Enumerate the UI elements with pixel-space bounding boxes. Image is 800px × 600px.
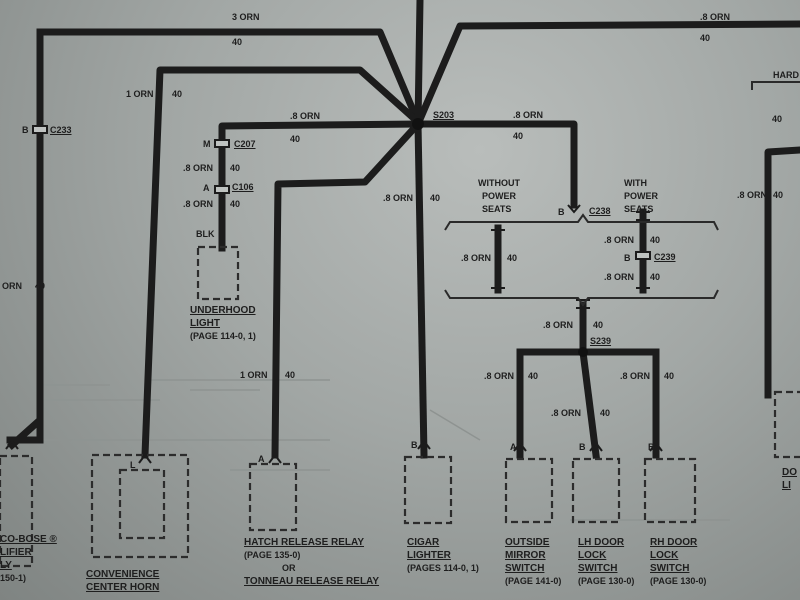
pin-horn: L bbox=[130, 460, 136, 470]
right-edge-component-label: DO LI bbox=[782, 467, 797, 491]
bracket-bottom bbox=[444, 289, 719, 307]
lh-lock-box bbox=[571, 457, 621, 524]
label-seats-circuit: 40 bbox=[513, 131, 524, 141]
label-hatch-gauge: 1 ORN bbox=[240, 370, 268, 380]
label-horn-gauge: 1 ORN bbox=[126, 89, 154, 99]
label-a-connector: A bbox=[203, 183, 210, 193]
bracket-top bbox=[444, 213, 719, 231]
rh-lock-box bbox=[643, 457, 697, 524]
label-lh-circuit: 40 bbox=[600, 408, 611, 418]
label-mirror-circuit: 40 bbox=[528, 371, 539, 381]
amplifier-label: CO-BOSE ® LIFIER LY 150-1) bbox=[0, 534, 57, 583]
label-c239: C239 bbox=[654, 252, 676, 262]
label-blk: BLK bbox=[196, 229, 215, 239]
seat-connector-marks bbox=[491, 211, 650, 309]
label-right-edge-gauge: .8 ORN bbox=[737, 190, 768, 200]
label-left-circuit: 40 bbox=[35, 281, 46, 291]
amplifier-box bbox=[0, 454, 34, 568]
label-with-seats-low-circuit: 40 bbox=[650, 272, 661, 282]
wire-seats bbox=[414, 120, 578, 209]
wire-left-vertical bbox=[7, 28, 44, 450]
label-seats-b: B bbox=[558, 207, 565, 217]
label-cigar-gauge: .8 ORN bbox=[383, 193, 414, 203]
mirror-switch-label: OUTSIDE MIRROR SWITCH (PAGE 141-0) bbox=[505, 537, 562, 586]
label-with-seats-circuit: 40 bbox=[650, 235, 661, 245]
label-underhood-low-gauge: .8 ORN bbox=[183, 199, 214, 209]
underhood-light-label: UNDERHOOD LIGHT (PAGE 114-0, 1) bbox=[190, 305, 256, 341]
wire-hatch bbox=[271, 119, 423, 459]
wire-lh bbox=[579, 348, 600, 459]
label-s203: S203 bbox=[433, 110, 455, 120]
note-without-power-seats: WITHOUT POWER SEATS bbox=[478, 178, 520, 214]
label-rh-gauge: .8 ORN bbox=[620, 371, 651, 381]
label-underhood-circuit: 40 bbox=[290, 134, 301, 144]
label-with-seats-gauge: .8 ORN bbox=[604, 235, 635, 245]
label-top-right-gauge: .8 ORN bbox=[700, 12, 731, 22]
label-seats-gauge: .8 ORN bbox=[513, 110, 544, 120]
label-underhood-low-circuit: 40 bbox=[230, 199, 241, 209]
label-right-edge-top-circuit: 40 bbox=[772, 114, 783, 124]
label-mirror-gauge: .8 ORN bbox=[484, 371, 515, 381]
label-c106: C106 bbox=[232, 182, 254, 192]
wire-top-right bbox=[413, 20, 800, 129]
label-c207: C207 bbox=[234, 139, 256, 149]
hard-bracket bbox=[751, 81, 800, 90]
label-right-edge-circuit: 40 bbox=[773, 190, 784, 200]
label-lower-gauge: .8 ORN bbox=[543, 320, 574, 330]
label-left-gauge: ORN bbox=[2, 281, 22, 291]
label-c238: C238 bbox=[589, 206, 611, 216]
lh-lock-label: LH DOOR LOCK SWITCH (PAGE 130-0) bbox=[578, 537, 635, 586]
label-left-b: B bbox=[22, 125, 29, 135]
label-underhood-mid-gauge: .8 ORN bbox=[183, 163, 214, 173]
label-m: M bbox=[203, 139, 211, 149]
label-top-left-gauge: 3 ORN bbox=[232, 12, 260, 22]
connector-breaks bbox=[32, 125, 651, 260]
hatch-relay-box bbox=[248, 462, 298, 532]
label-seats-b2: B bbox=[624, 253, 631, 263]
rh-lock-label: RH DOOR LOCK SWITCH (PAGE 130-0) bbox=[650, 537, 707, 586]
horn-outer-box bbox=[90, 453, 190, 559]
horn-label: CONVENIENCE CENTER HORN bbox=[86, 569, 160, 593]
pin-cigar: B bbox=[411, 440, 418, 450]
terminal-arrows bbox=[5, 204, 663, 464]
underhood-light-box bbox=[196, 245, 240, 301]
pin-hatch: A bbox=[258, 454, 265, 464]
horn-inner-box bbox=[118, 468, 166, 540]
right-edge-box bbox=[773, 390, 800, 459]
label-without-seats-gauge: .8 ORN bbox=[461, 253, 492, 263]
label-hatch-circuit: 40 bbox=[285, 370, 296, 380]
label-rh-circuit: 40 bbox=[664, 371, 675, 381]
label-top-right-circuit: 40 bbox=[700, 33, 711, 43]
pin-rh: B bbox=[648, 442, 655, 452]
wire-horn-feed bbox=[141, 66, 423, 459]
label-lower-circuit: 40 bbox=[593, 320, 604, 330]
splice-s203-dot bbox=[412, 118, 424, 130]
label-s239: S239 bbox=[590, 336, 612, 346]
note-with-power-seats: WITH POWER SEATS bbox=[624, 178, 659, 214]
wire-right-edge bbox=[764, 146, 800, 399]
mirror-switch-box bbox=[504, 457, 554, 524]
label-hard: HARD bbox=[773, 70, 799, 80]
wire-underhood bbox=[218, 120, 422, 252]
hatch-relay-label: HATCH RELEASE RELAY (PAGE 135-0) OR TONN… bbox=[244, 537, 380, 587]
label-top-left-circuit: 40 bbox=[232, 37, 243, 47]
label-without-seats-circuit: 40 bbox=[507, 253, 518, 263]
pin-lh: B bbox=[579, 442, 586, 452]
label-c233: C233 bbox=[50, 125, 72, 135]
background-bleed bbox=[30, 379, 730, 521]
wire-trunk-up bbox=[414, 0, 424, 128]
label-underhood-gauge: .8 ORN bbox=[290, 111, 321, 121]
label-with-seats-low-gauge: .8 ORN bbox=[604, 272, 635, 282]
label-horn-circuit: 40 bbox=[172, 89, 183, 99]
label-underhood-mid-circuit: 40 bbox=[230, 163, 241, 173]
pin-mirror: A bbox=[510, 442, 517, 452]
cigar-lighter-box bbox=[403, 455, 453, 525]
cigar-lighter-label: CIGAR LIGHTER (PAGES 114-0, 1) bbox=[407, 537, 479, 573]
label-cigar-circuit: 40 bbox=[430, 193, 441, 203]
wire-cigar bbox=[414, 120, 428, 459]
label-lh-gauge: .8 ORN bbox=[551, 408, 582, 418]
splice-s239-dot bbox=[578, 347, 588, 357]
